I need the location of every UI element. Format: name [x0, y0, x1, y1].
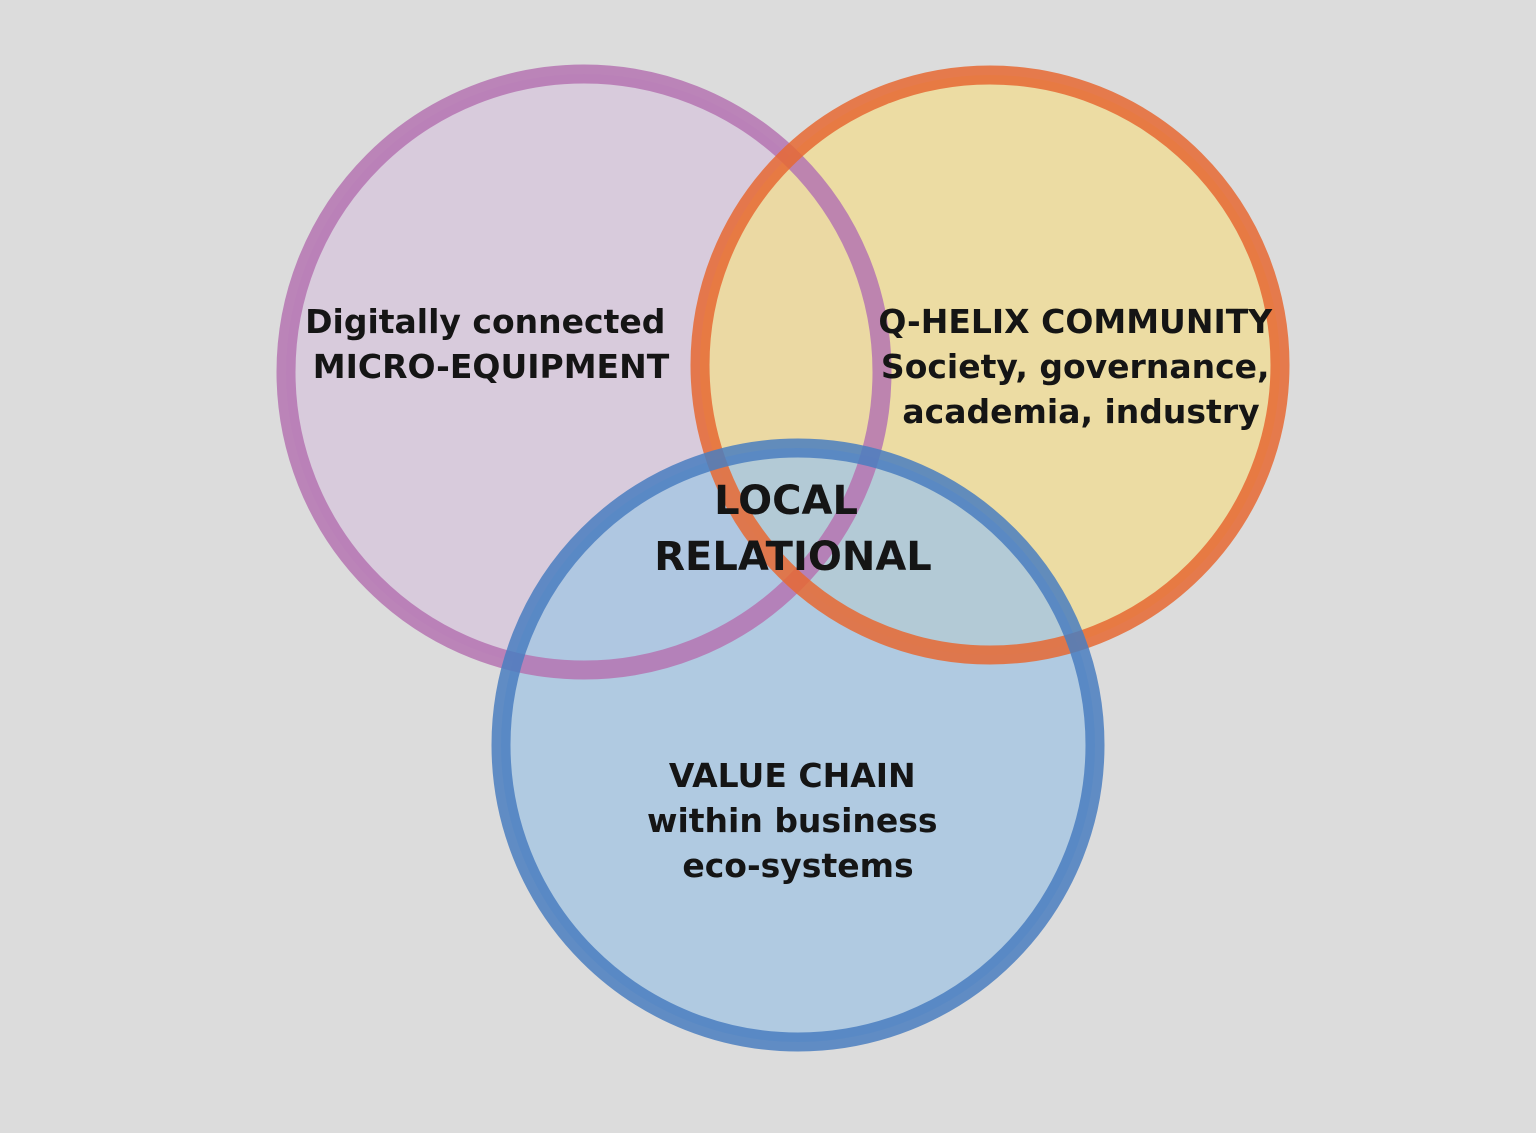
micro-equipment-line-2: MICRO-EQUIPMENT — [313, 347, 670, 386]
micro-equipment-ring — [276, 64, 892, 680]
value-chain-ring — [491, 438, 1105, 1052]
value-chain-circle — [501, 448, 1095, 1042]
value-chain-line-2: within business — [647, 801, 938, 840]
micro-equipment-label: Digitally connected MICRO-EQUIPMENT — [305, 302, 677, 386]
center-line-2: RELATIONAL — [654, 534, 932, 580]
q-helix-line-1: Q-HELIX COMMUNITY — [878, 302, 1273, 341]
q-helix-label: Q-HELIX COMMUNITY Society, governance, a… — [878, 302, 1283, 431]
q-helix-line-2: Society, governance, — [881, 347, 1270, 386]
center-line-1: LOCAL — [714, 478, 858, 524]
q-helix-ring — [690, 65, 1290, 665]
value-chain-line-3: eco-systems — [682, 846, 913, 885]
q-helix-line-3: academia, industry — [902, 392, 1259, 431]
center-label: LOCAL RELATIONAL — [654, 478, 932, 580]
value-chain-label: VALUE CHAIN within business eco-systems — [647, 756, 949, 885]
value-chain-line-1: VALUE CHAIN — [669, 756, 916, 795]
micro-equipment-line-1: Digitally connected — [305, 302, 665, 341]
